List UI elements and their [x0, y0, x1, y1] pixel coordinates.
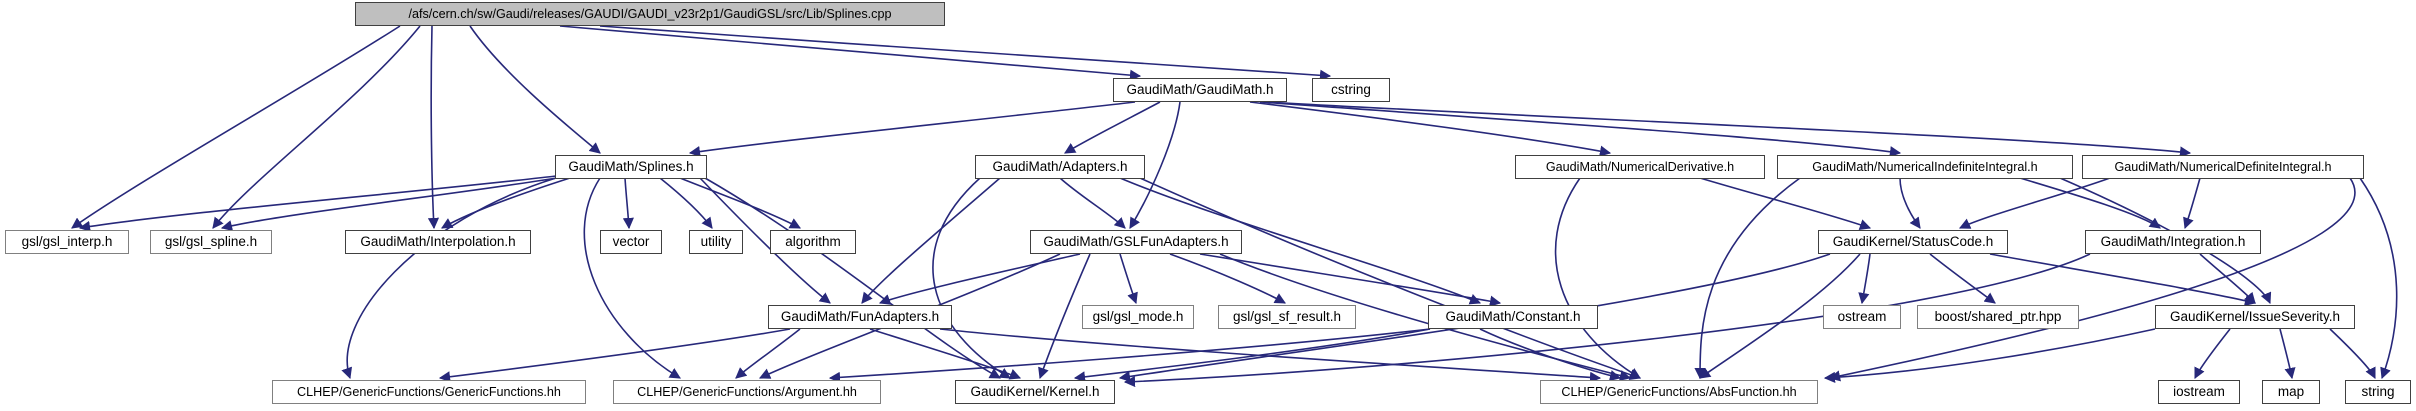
- graph-node-boost-shared-ptr-hpp[interactable]: boost/shared_ptr.hpp: [1917, 305, 2079, 329]
- edge-gaudikernel_statuscode_h-to-boost_shared_ptr_hpp: [1929, 253, 1996, 304]
- edge-gaudimath_splines_h-to-algorithm: [679, 177, 801, 229]
- edge-gaudimath_numericalindefiniteintegral_h-to-gaudimath_integration_h: [2019, 177, 2161, 229]
- edge-title-to-gsl_gsl_interp_h: [71, 25, 401, 229]
- edge-title-to-gsl_gsl_spline_h: [212, 25, 421, 229]
- graph-node-gaudikernel-statuscode-h[interactable]: GaudiKernel/StatusCode.h: [1818, 230, 2008, 254]
- edge-gaudimath_numericalderivative_h-to-gaudikernel_statuscode_h: [1699, 177, 1872, 230]
- edge-gaudimath_gaudimath_h-to-gaudimath_splines_h: [688, 101, 1136, 158]
- edge-gaudimath_gaudimath_h-to-gaudimath_numericalindefiniteintegral_h: [1259, 101, 1902, 158]
- edge-gaudimath_splines_h-to-gaudikernel_kernel_h: [704, 177, 1001, 379]
- edge-title-to-gaudimath_interpolation_h: [427, 25, 440, 230]
- edge-title-to-cstring: [599, 25, 1332, 81]
- graph-node-iostream[interactable]: iostream: [2158, 380, 2240, 404]
- edge-gaudimath_gslfunadapters_h-to-gaudimath_constant_h: [1199, 253, 1502, 307]
- edge-gaudimath_constant_h-to-clhep_absfunction_hh: [1479, 328, 1622, 381]
- edge-title-to-gaudimath_splines_h: [469, 25, 601, 154]
- edge-gaudimath_adapters_h-to-clhep_absfunction_hh: [1139, 177, 1642, 381]
- edge-gaudimath_numericaldefiniteintegral_h-to-string: [2359, 177, 2398, 380]
- edge-gaudimath_integration_h-to-gaudikernel_issueseverity_h: [2199, 253, 2256, 304]
- edge-gaudimath_numericalindefiniteintegral_h-to-gaudikernel_statuscode_h: [1899, 177, 1921, 229]
- edge-gaudimath_splines_h-to-clhep_genericfunctions_hh: [341, 177, 557, 380]
- edge-gaudimath_adapters_h-to-gaudimath_funadapters_h: [861, 177, 1001, 304]
- edge-gaudimath_numericaldefiniteintegral_h-to-clhep_absfunction_hh: [1828, 177, 2356, 382]
- edge-gaudimath_gslfunadapters_h-to-gsl_gsl_sf_result_h: [1169, 253, 1286, 304]
- graph-node-gaudimath-numericalderivative-h[interactable]: GaudiMath/NumericalDerivative.h: [1515, 155, 1765, 179]
- graph-node-gaudimath-numericaldefiniteintegral-h[interactable]: GaudiMath/NumericalDefiniteIntegral.h: [2082, 155, 2364, 179]
- edge-gaudimath_numericalindefiniteintegral_h-to-clhep_absfunction_hh: [1694, 177, 1801, 380]
- edge-gaudimath_splines_h-to-clhep_argument_hh: [583, 177, 681, 379]
- edge-gaudimath_funadapters_h-to-gaudikernel_kernel_h: [869, 328, 1022, 380]
- graph-node-gaudimath-numericalindefiniteintegral-h[interactable]: GaudiMath/NumericalIndefiniteIntegral.h: [1777, 155, 2073, 179]
- edge-gaudimath_funadapters_h-to-clhep_absfunction_hh: [939, 328, 1602, 383]
- edge-gaudikernel_issueseverity_h-to-iostream: [2194, 328, 2231, 380]
- edge-gaudimath_adapters_h-to-gaudimath_gslfunadapters_h: [1059, 177, 1126, 229]
- edge-gaudimath_numericaldefiniteintegral_h-to-gaudimath_integration_h: [2183, 177, 2201, 230]
- graph-node-gaudimath-integration-h[interactable]: GaudiMath/Integration.h: [2085, 230, 2261, 254]
- edge-gaudikernel_issueseverity_h-to-clhep_absfunction_hh: [1823, 328, 2156, 384]
- edge-title-to-gaudimath_gaudimath_h: [559, 25, 1142, 81]
- graph-node-gaudimath-splines-h[interactable]: GaudiMath/Splines.h: [555, 155, 707, 179]
- graph-node-gaudimath-funadapters-h[interactable]: GaudiMath/FunAdapters.h: [768, 305, 952, 329]
- graph-node-gaudimath-adapters-h[interactable]: GaudiMath/Adapters.h: [975, 155, 1145, 179]
- edge-gaudimath_gslfunadapters_h-to-gaudimath_funadapters_h: [878, 253, 1081, 305]
- graph-node-algorithm[interactable]: algorithm: [770, 230, 856, 254]
- graph-node-vector[interactable]: vector: [600, 230, 662, 254]
- graph-node-gsl-gsl-spline-h[interactable]: gsl/gsl_spline.h: [150, 230, 272, 254]
- graph-node-gaudikernel-issueseverity-h[interactable]: GaudiKernel/IssueSeverity.h: [2155, 305, 2355, 329]
- graph-node-clhep-argument-hh[interactable]: CLHEP/GenericFunctions/Argument.hh: [613, 380, 881, 404]
- edge-gaudimath_constant_h-to-gaudikernel_kernel_h: [1073, 328, 1431, 383]
- edge-gaudikernel_statuscode_h-to-ostream: [1858, 253, 1871, 305]
- edge-gaudimath_constant_h-to-clhep_argument_hh: [828, 328, 1431, 383]
- edge-gaudimath_splines_h-to-vector: [622, 177, 634, 230]
- edge-gaudimath_gaudimath_h-to-gaudimath_numericalderivative_h: [1249, 101, 1612, 157]
- graph-node-ostream[interactable]: ostream: [1823, 305, 1901, 329]
- graph-node-gsl-gsl-sf-result-h[interactable]: gsl/gsl_sf_result.h: [1218, 305, 1356, 329]
- graph-node-gaudikernel-kernel-h[interactable]: GaudiKernel/Kernel.h: [955, 380, 1115, 404]
- graph-node-gsl-gsl-interp-h[interactable]: gsl/gsl_interp.h: [5, 230, 129, 254]
- graph-node-clhep-genericfunctions-hh[interactable]: CLHEP/GenericFunctions/GenericFunctions.…: [272, 380, 586, 404]
- edge-gaudimath_gaudimath_h-to-gaudimath_adapters_h: [1064, 101, 1161, 154]
- edge-gaudimath_funadapters_h-to-clhep_argument_hh: [735, 328, 801, 379]
- graph-node-title[interactable]: /afs/cern.ch/sw/Gaudi/releases/GAUDI/GAU…: [355, 2, 945, 26]
- edge-gaudimath_funadapters_h-to-clhep_genericfunctions_hh: [438, 328, 791, 383]
- graph-node-clhep-absfunction-hh[interactable]: CLHEP/GenericFunctions/AbsFunction.hh: [1540, 380, 1818, 404]
- graph-node-gaudimath-gaudimath-h[interactable]: GaudiMath/GaudiMath.h: [1113, 78, 1287, 102]
- edge-gaudimath_adapters_h-to-gaudikernel_kernel_h: [932, 177, 1011, 379]
- edge-gaudikernel_statuscode_h-to-gaudikernel_issueseverity_h: [1989, 253, 2257, 307]
- edge-gaudimath_splines_h-to-gsl_gsl_interp_h: [78, 175, 557, 232]
- graph-node-gaudimath-gslfunadapters-h[interactable]: GaudiMath/GSLFunAdapters.h: [1030, 230, 1242, 254]
- edge-gaudimath_gaudimath_h-to-gaudimath_numericaldefiniteintegral_h: [1264, 101, 2192, 158]
- edge-gaudikernel_issueseverity_h-to-string: [2329, 328, 2376, 380]
- edge-gaudimath_numericaldefiniteintegral_h-to-gaudikernel_statuscode_h: [1958, 177, 2111, 229]
- graph-node-string[interactable]: string: [2345, 380, 2411, 404]
- edge-gaudikernel_issueseverity_h-to-map: [2279, 328, 2296, 380]
- graph-node-cstring[interactable]: cstring: [1312, 78, 1390, 102]
- graph-node-map[interactable]: map: [2262, 380, 2320, 404]
- edge-gaudimath_splines_h-to-utility: [659, 177, 713, 229]
- edge-gaudimath_numericalderivative_h-to-clhep_absfunction_hh: [1554, 177, 1641, 379]
- graph-node-utility[interactable]: utility: [689, 230, 743, 254]
- edge-gaudimath_gslfunadapters_h-to-gsl_gsl_mode_h: [1119, 253, 1138, 305]
- edge-gaudimath_splines_h-to-gaudimath_interpolation_h: [441, 177, 571, 229]
- graph-node-gaudimath-constant-h[interactable]: GaudiMath/Constant.h: [1428, 305, 1598, 329]
- graph-node-gaudimath-interpolation-h[interactable]: GaudiMath/Interpolation.h: [345, 230, 531, 254]
- edge-gaudimath_splines_h-to-gsl_gsl_spline_h: [220, 177, 558, 232]
- graph-node-gsl-gsl-mode-h[interactable]: gsl/gsl_mode.h: [1082, 305, 1194, 329]
